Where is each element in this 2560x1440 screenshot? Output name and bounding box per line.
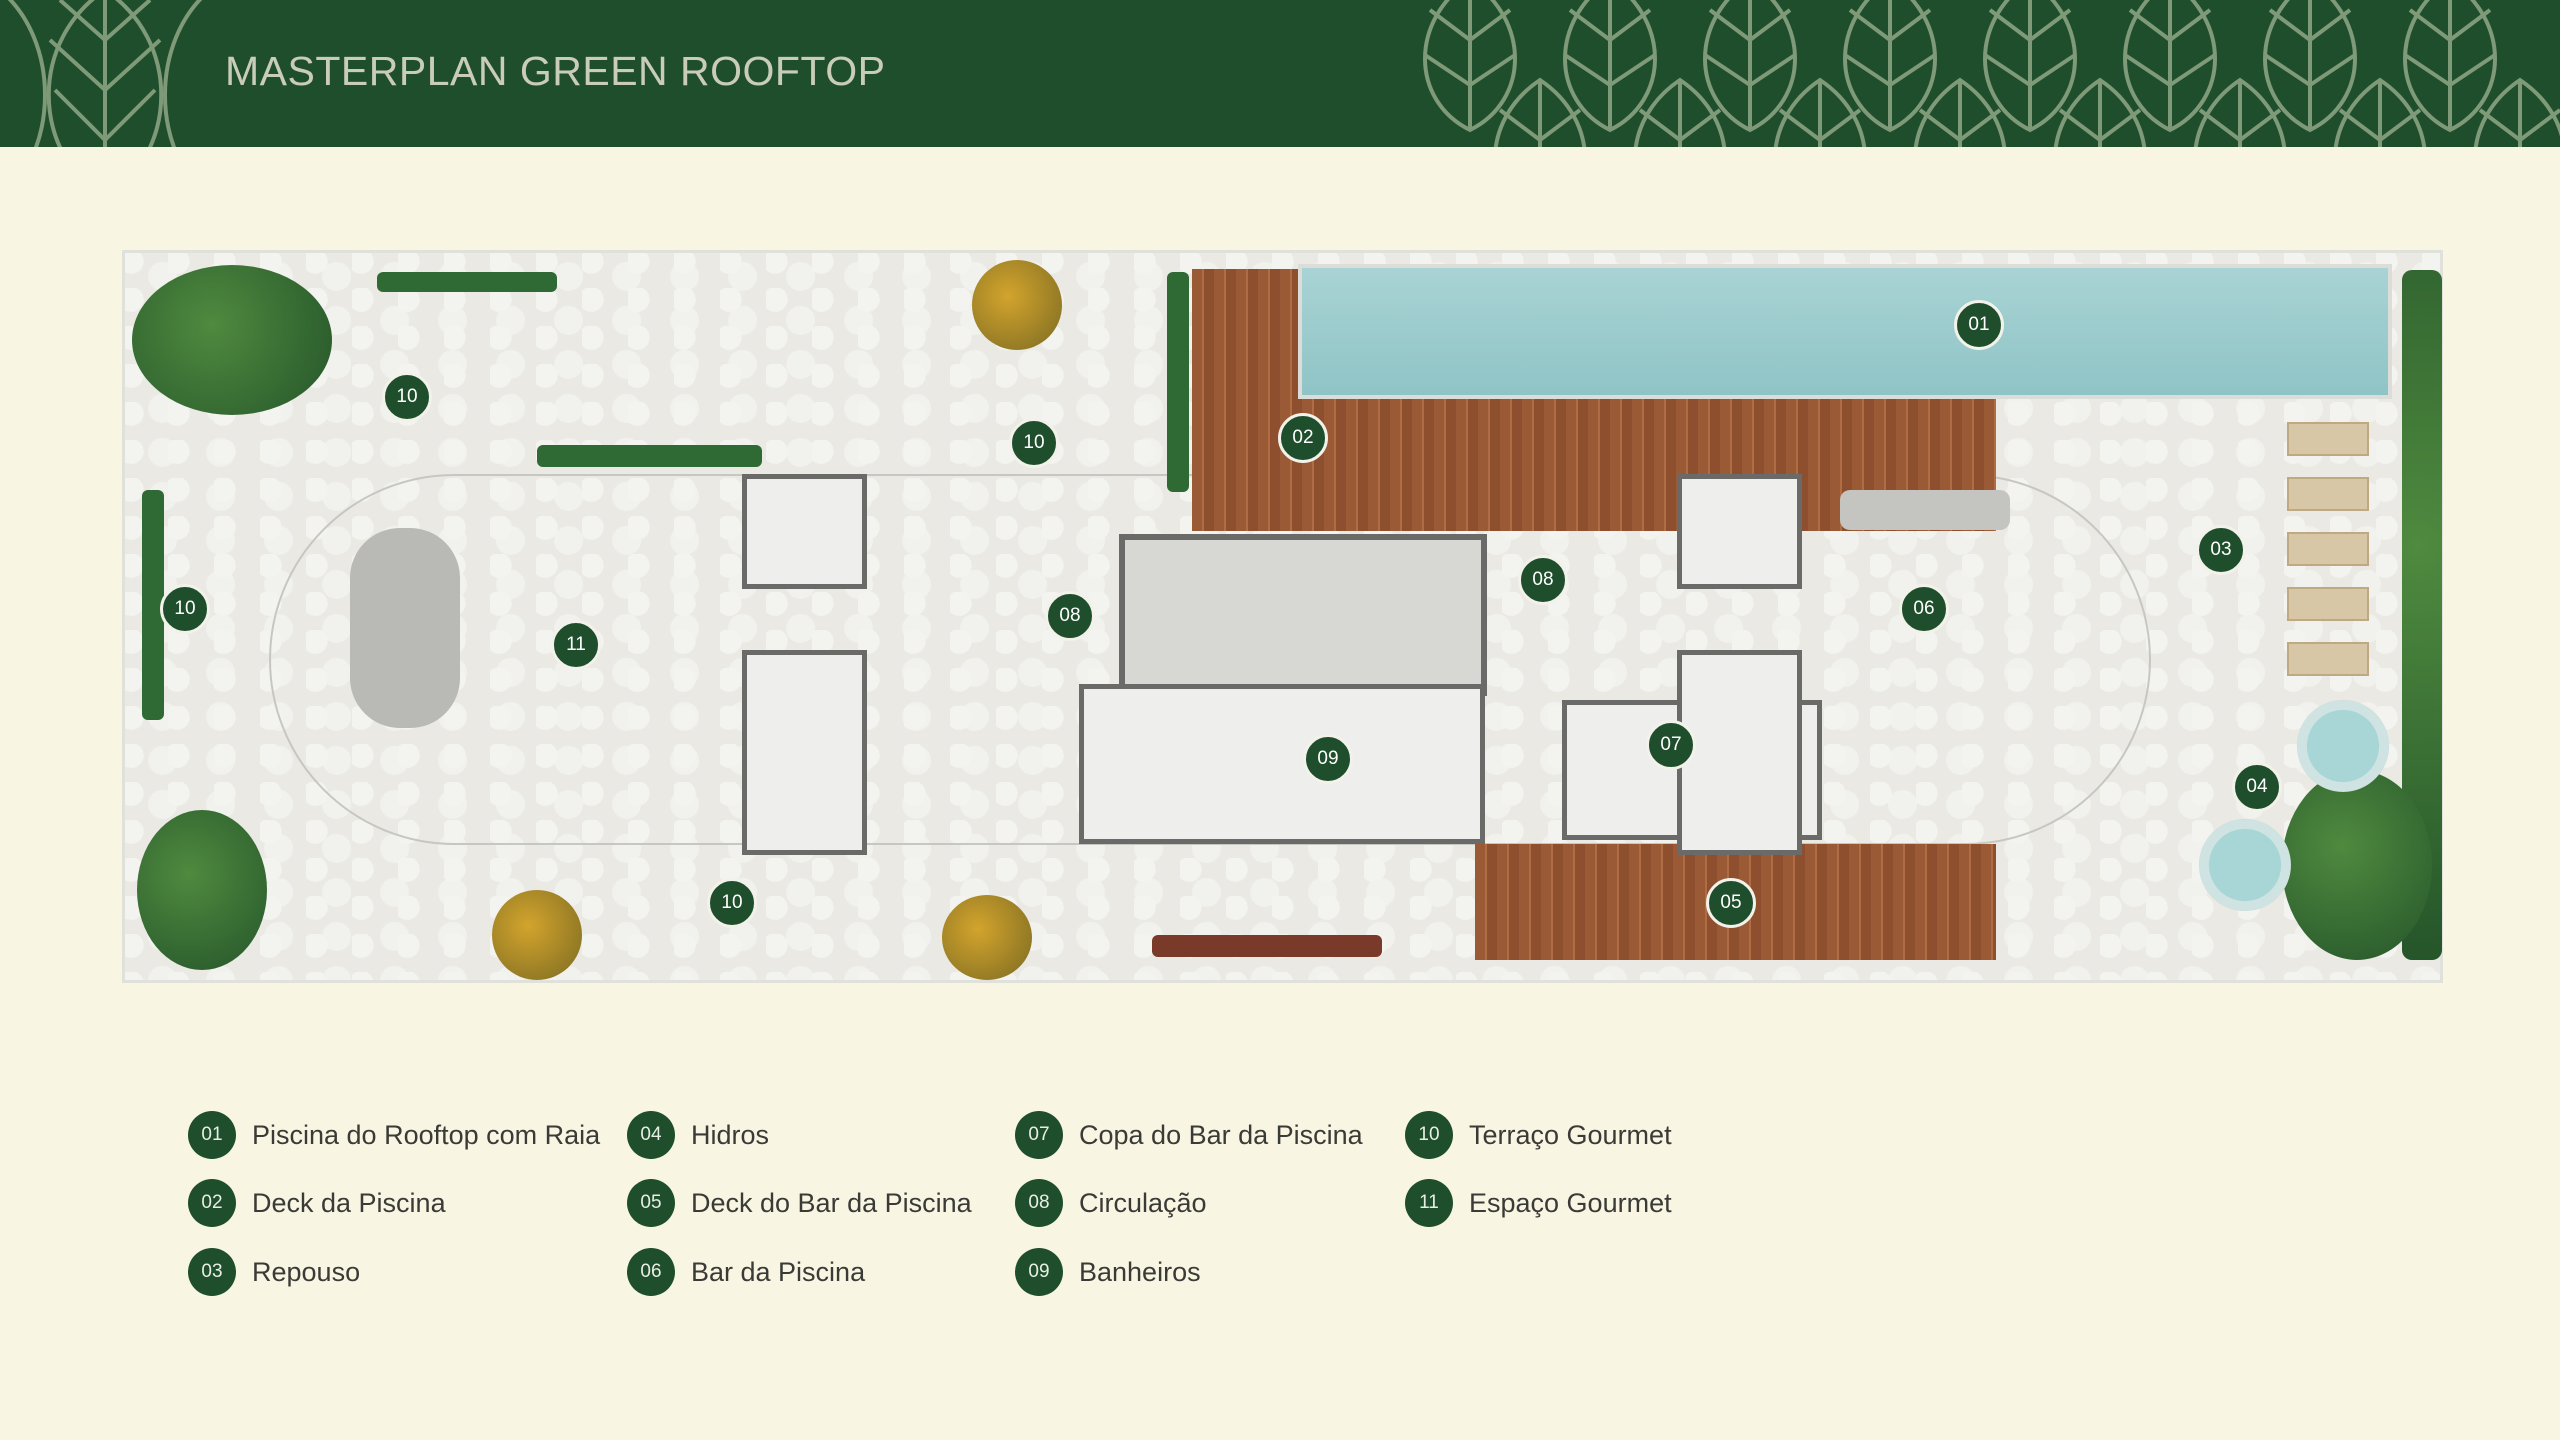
sun-lounger	[2287, 532, 2369, 566]
building-core	[1119, 534, 1487, 696]
tree	[132, 265, 332, 415]
hedge	[377, 272, 557, 292]
legend-label: Copa do Bar da Piscina	[1079, 1119, 1363, 1150]
legend-number-badge: 05	[627, 1179, 675, 1227]
bar-counter	[1840, 490, 2010, 530]
legend-number-badge: 07	[1015, 1111, 1063, 1159]
legend-label: Hidros	[691, 1119, 770, 1150]
header-banner: MASTERPLAN GREEN ROOFTOP	[0, 0, 2560, 147]
elevator-right-top	[1677, 474, 1802, 589]
leaf-pattern-left-icon	[7, 0, 203, 147]
tree	[972, 260, 1062, 350]
legend-item: 06 Bar da Piscina	[627, 1248, 865, 1296]
lounge-seating	[350, 528, 460, 728]
elevator-left-bottom	[742, 650, 867, 855]
rooftop-pool	[1298, 264, 2392, 399]
legend-item: 01 Piscina do Rooftop com Raia	[188, 1111, 600, 1159]
legend-item: 03 Repouso	[188, 1248, 360, 1296]
hydro-tub	[2297, 700, 2389, 792]
legend-item: 02 Deck da Piscina	[188, 1179, 446, 1227]
plan-marker-08[interactable]: 08	[1045, 591, 1095, 641]
legend-number-badge: 06	[627, 1248, 675, 1296]
legend-number-badge: 10	[1405, 1111, 1453, 1159]
legend-item: 05 Deck do Bar da Piscina	[627, 1179, 972, 1227]
sun-lounger	[2287, 477, 2369, 511]
plan-marker-09[interactable]: 09	[1303, 734, 1353, 784]
elevator-left-top	[742, 474, 867, 589]
sun-lounger	[2287, 422, 2369, 456]
tree	[492, 890, 582, 980]
legend-item: 07 Copa do Bar da Piscina	[1015, 1111, 1363, 1159]
legend-label: Piscina do Rooftop com Raia	[252, 1119, 601, 1150]
legend-label: Deck da Piscina	[252, 1187, 446, 1218]
legend-label: Bar da Piscina	[691, 1256, 866, 1287]
legend-label: Espaço Gourmet	[1469, 1187, 1672, 1218]
plan-marker-03[interactable]: 03	[2196, 525, 2246, 575]
legend-item: 09 Banheiros	[1015, 1248, 1201, 1296]
plan-marker-10[interactable]: 10	[160, 584, 210, 634]
plan-marker-05[interactable]: 05	[1706, 878, 1756, 928]
tree	[942, 895, 1032, 980]
plan-marker-10[interactable]: 10	[707, 878, 757, 928]
legend-number-badge: 04	[627, 1111, 675, 1159]
legend-item: 08 Circulação	[1015, 1179, 1207, 1227]
plan-marker-02[interactable]: 02	[1278, 413, 1328, 463]
plan-marker-06[interactable]: 06	[1899, 584, 1949, 634]
legend-item: 04 Hidros	[627, 1111, 769, 1159]
legend-label: Repouso	[252, 1256, 361, 1287]
legend-number-badge: 03	[188, 1248, 236, 1296]
elevator-right-bottom	[1677, 650, 1802, 855]
legend-number-badge: 11	[1405, 1179, 1453, 1227]
legend-label: Deck do Bar da Piscina	[691, 1187, 972, 1218]
hydro-tub	[2199, 819, 2291, 911]
leaf-pattern-right-icon	[1423, 0, 2560, 147]
plan-marker-11[interactable]: 11	[551, 620, 601, 670]
plan-marker-10[interactable]: 10	[1009, 418, 1059, 468]
legend-label: Circulação	[1079, 1187, 1207, 1218]
hedge	[1167, 272, 1189, 492]
hedge	[537, 445, 762, 467]
plan-marker-04[interactable]: 04	[2232, 762, 2282, 812]
restrooms	[1079, 684, 1485, 844]
tree	[2282, 770, 2432, 960]
page-title: MASTERPLAN GREEN ROOFTOP	[225, 48, 886, 94]
legend-number-badge: 09	[1015, 1248, 1063, 1296]
legend-label: Terraço Gourmet	[1469, 1119, 1672, 1150]
sun-lounger	[2287, 587, 2369, 621]
sun-lounger	[2287, 642, 2369, 676]
plan-marker-08[interactable]: 08	[1518, 555, 1568, 605]
masterplan-drawing	[122, 250, 2443, 983]
hedge	[1152, 935, 1382, 957]
hedge	[142, 490, 164, 720]
plan-marker-10[interactable]: 10	[382, 372, 432, 422]
legend-label: Banheiros	[1079, 1256, 1201, 1287]
legend-number-badge: 01	[188, 1111, 236, 1159]
legend-number-badge: 08	[1015, 1179, 1063, 1227]
legend-number-badge: 02	[188, 1179, 236, 1227]
legend-item: 11 Espaço Gourmet	[1405, 1179, 1672, 1227]
tree	[137, 810, 267, 970]
plan-marker-01[interactable]: 01	[1954, 300, 2004, 350]
legend-item: 10 Terraço Gourmet	[1405, 1111, 1672, 1159]
plan-marker-07[interactable]: 07	[1646, 720, 1696, 770]
